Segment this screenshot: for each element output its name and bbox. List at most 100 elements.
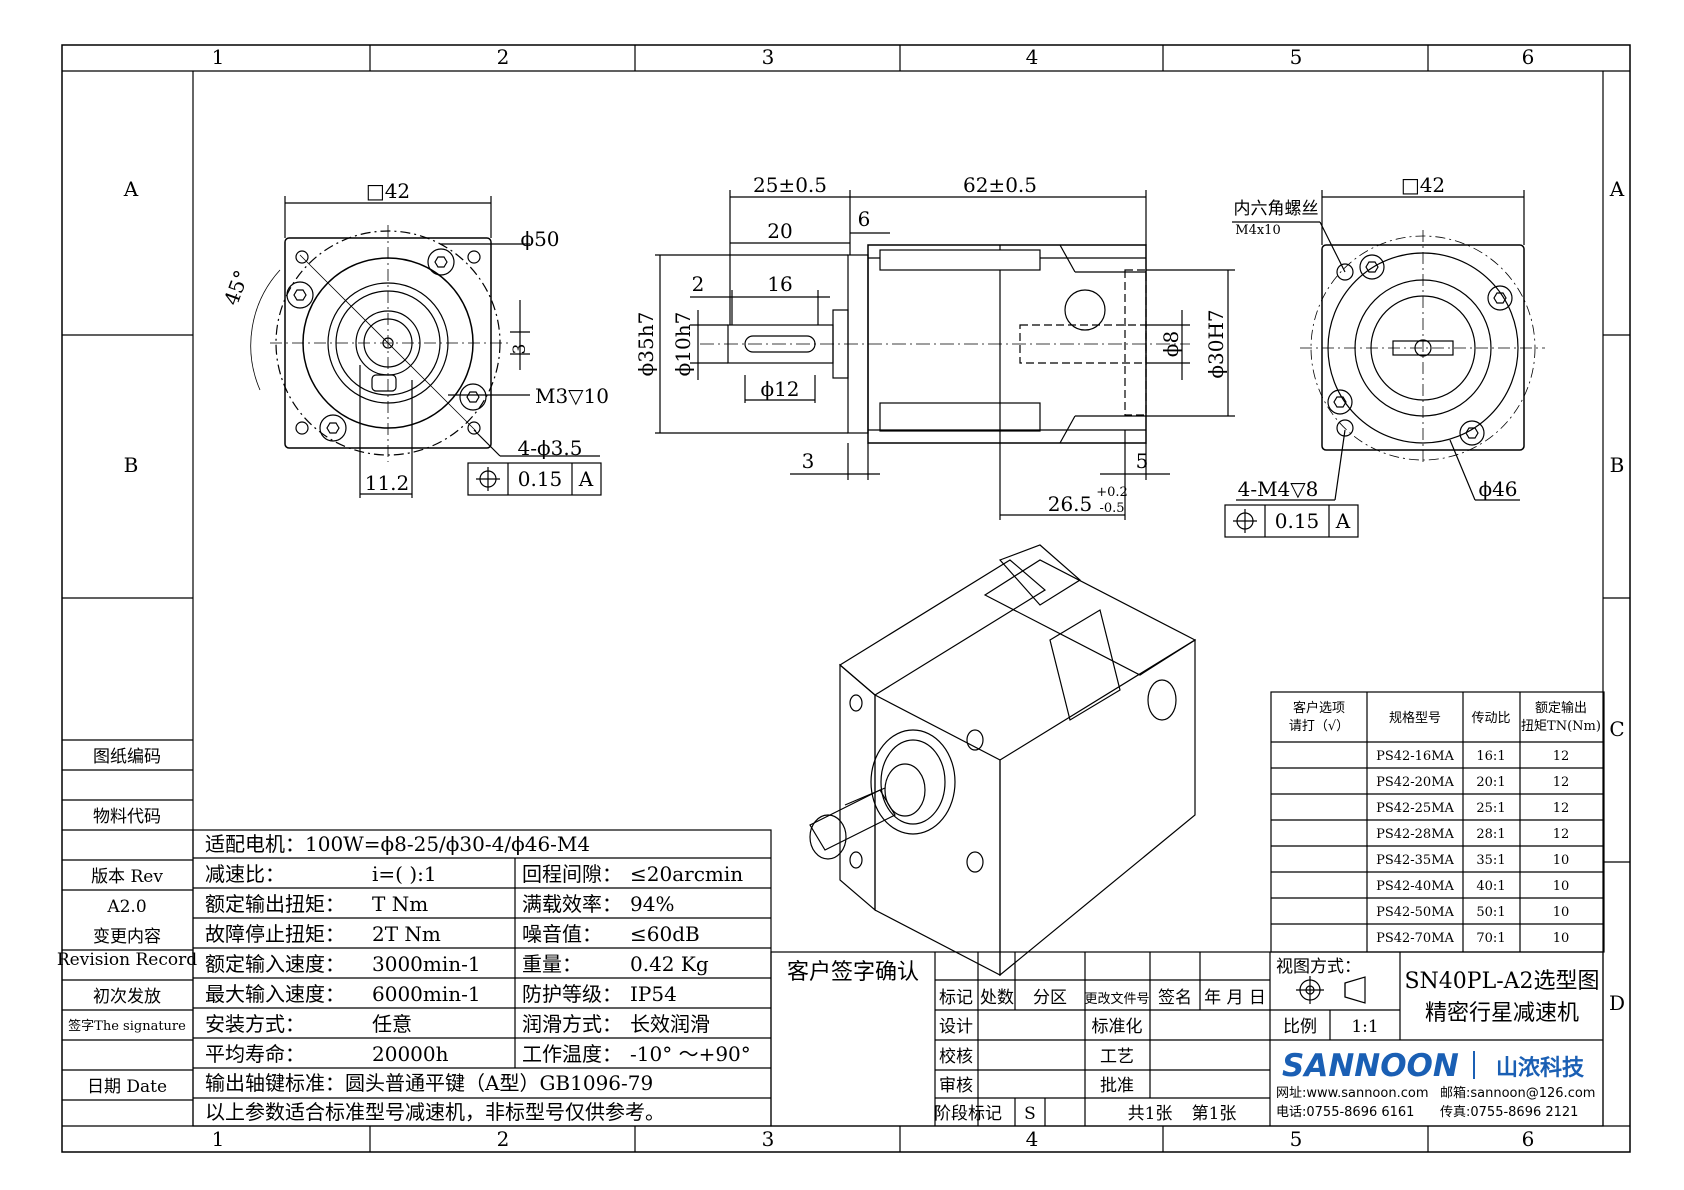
version-label: 版本 Rev xyxy=(91,867,163,887)
brand-logo: SANNOON xyxy=(1282,1048,1459,1084)
model-table-cell: 12 xyxy=(1553,775,1570,790)
col-label-5: 5 xyxy=(1290,45,1303,69)
model-table-cell: 20:1 xyxy=(1476,775,1505,790)
side-dia-12: ϕ12 xyxy=(760,377,799,401)
rear-screw-size: M4x10 xyxy=(1235,223,1280,238)
model-table-cell: 35:1 xyxy=(1476,853,1505,868)
front-offset-dim: 11.2 xyxy=(365,471,410,495)
model-table-cell: 12 xyxy=(1553,801,1570,816)
side-len-25: 25±0.5 xyxy=(753,173,827,197)
hex-screw-icon xyxy=(1459,420,1485,446)
col-label-2: 2 xyxy=(497,45,510,69)
rear-tolerance: 0.15 xyxy=(1275,509,1320,533)
model-table-cell: PS42-20MA xyxy=(1376,775,1454,790)
tb-hdr-sign: 签名 xyxy=(1158,988,1192,1008)
side-len-2: 2 xyxy=(692,272,705,296)
col-label-3-bottom: 3 xyxy=(762,1127,775,1151)
rear-datum: A xyxy=(1335,509,1351,533)
specs-cell: 0.42 Kg xyxy=(630,952,709,976)
model-table-header: 额定输出 xyxy=(1535,700,1587,716)
front-holes-dim: 4-ϕ3.5 xyxy=(518,436,583,460)
specs-cell: 最大输入速度： xyxy=(205,982,345,1006)
hex-screw-icon xyxy=(459,383,487,411)
col-label-1: 1 xyxy=(212,45,225,69)
hex-screw-icon xyxy=(1327,389,1353,415)
side-dia-8: ϕ8 xyxy=(1159,331,1183,357)
model-table-cell: 40:1 xyxy=(1476,879,1505,894)
front-thread-dim: M3▽10 xyxy=(535,384,609,408)
model-table-cell: 50:1 xyxy=(1476,905,1505,920)
model-table-cell: 10 xyxy=(1553,879,1570,894)
front-diameter-dim: ϕ50 xyxy=(520,227,559,251)
tb-approve: 批准 xyxy=(1100,1076,1134,1096)
side-len-5: 5 xyxy=(1136,449,1149,473)
col-label-4-bottom: 4 xyxy=(1026,1127,1039,1151)
specs-cell: IP54 xyxy=(630,982,677,1006)
row-label-c-right: C xyxy=(1609,717,1624,741)
specs-cell: 润滑方式： xyxy=(522,1012,622,1036)
signature-label: 签字The signature xyxy=(68,1018,186,1034)
model-table-cell: 10 xyxy=(1553,905,1570,920)
isometric-view xyxy=(809,544,1197,977)
specs-cell: ≤60dB xyxy=(630,922,700,946)
specs-cell: 噪音值： xyxy=(522,922,602,946)
model-table-cell: 70:1 xyxy=(1476,931,1505,946)
tb-stage: 阶段标记 xyxy=(934,1104,1002,1124)
tb-hdr-date: 年 月 日 xyxy=(1204,988,1266,1008)
row-label-a-right: A xyxy=(1609,177,1625,201)
tb-check: 校核 xyxy=(939,1047,973,1067)
revision-block xyxy=(62,739,193,1101)
tb-process: 工艺 xyxy=(1100,1047,1134,1067)
change-label-en: Revision Record xyxy=(57,950,197,970)
tb-design: 设计 xyxy=(939,1017,973,1037)
side-len-20: 20 xyxy=(767,219,792,243)
specs-cell: 安装方式： xyxy=(205,1012,305,1036)
specs-cell: 平均寿命： xyxy=(205,1042,305,1066)
specs-cell: 94% xyxy=(630,892,674,916)
specs-cell: i=( ):1 xyxy=(372,862,437,886)
specs-cell: -10° ～+90° xyxy=(630,1042,751,1066)
model-table-cell: 16:1 xyxy=(1476,749,1505,764)
model-table-header: 扭矩TN(Nm) xyxy=(1521,719,1601,734)
tb-standard: 标准化 xyxy=(1092,1017,1143,1037)
col-label-4: 4 xyxy=(1026,45,1039,69)
side-dia-35: ϕ35h7 xyxy=(634,312,658,377)
side-len-3: 3 xyxy=(802,449,815,473)
model-table-cell: 12 xyxy=(1553,749,1570,764)
date-label: 日期 Date xyxy=(87,1077,167,1097)
specs-cell: 长效润滑 xyxy=(630,1012,710,1036)
model-table-cell: 12 xyxy=(1553,827,1570,842)
tb-sheet-no: 第1张 xyxy=(1192,1104,1237,1124)
row-label-b: B xyxy=(124,453,139,477)
specs-cell: 6000min-1 xyxy=(372,982,481,1006)
first-release: 初次发放 xyxy=(93,987,161,1007)
tb-fax: 传真:0755-8696 2121 xyxy=(1440,1105,1578,1120)
side-dia-30: ϕ30H7 xyxy=(1204,309,1228,378)
model-table-cell: 10 xyxy=(1553,931,1570,946)
model-table-cell: PS42-35MA xyxy=(1376,853,1454,868)
front-key-width: 3 xyxy=(510,344,530,355)
side-len-6: 6 xyxy=(858,207,871,231)
col-label-2-bottom: 2 xyxy=(497,1127,510,1151)
specs-motor: 适配电机：100W=ϕ8-25/ϕ30-4/ϕ46-M4 xyxy=(205,832,590,856)
tb-tel: 电话:0755-8696 6161 xyxy=(1276,1105,1414,1120)
specs-cell: ≤20arcmin xyxy=(630,862,743,886)
hex-screw-icon xyxy=(319,414,347,442)
side-dia-10: ϕ10h7 xyxy=(671,312,695,377)
row-label-b-right: B xyxy=(1610,453,1625,477)
rear-thread-dim: 4-M4▽8 xyxy=(1238,477,1319,501)
hex-screw-icon xyxy=(427,248,455,276)
side-tol-down: -0.5 xyxy=(1099,501,1124,516)
model-table-cell: 10 xyxy=(1553,853,1570,868)
row-label-d-right: D xyxy=(1609,991,1625,1015)
model-table-cell: PS42-25MA xyxy=(1376,801,1454,816)
tb-review: 审核 xyxy=(939,1076,973,1096)
tb-title-product: 精密行星减速机 xyxy=(1425,1001,1579,1026)
front-angle-dim: 45° xyxy=(219,267,254,309)
col-label-6-bottom: 6 xyxy=(1522,1127,1535,1151)
model-table-cell: PS42-40MA xyxy=(1376,879,1454,894)
customer-sign-label: 客户签字确认 xyxy=(787,960,919,985)
tb-hdr-mark: 标记 xyxy=(939,988,973,1008)
tb-hdr-change-doc: 更改文件号 xyxy=(1084,992,1149,1007)
